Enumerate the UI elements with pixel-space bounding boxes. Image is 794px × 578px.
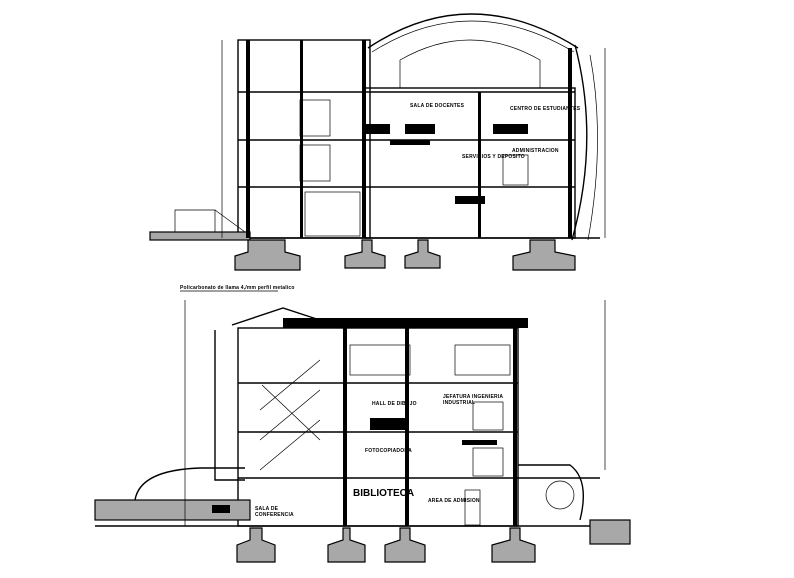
lower-footings bbox=[236, 519, 631, 563]
round-window bbox=[545, 480, 575, 510]
left-canopy bbox=[134, 467, 245, 501]
upper-footings bbox=[234, 239, 576, 271]
room-label-fotocopiadora: FOTOCOPIADORA bbox=[365, 448, 412, 454]
curved-facade-outer bbox=[587, 54, 598, 241]
room-label-servicios: SERVICIOS Y DEPOSITO bbox=[462, 154, 525, 160]
label-block bbox=[212, 505, 230, 513]
room-label-sala-docentes: SALA DE DOCENTES bbox=[410, 103, 465, 109]
right-canopy bbox=[518, 464, 584, 521]
upper-building-section: SALA DE DOCENTES CENTRO DE ESTUDIANTES S… bbox=[149, 13, 606, 271]
room-label-jefatura: JEFATURA INGENIERIA bbox=[443, 394, 503, 400]
room-label-industrial: INDUSTRIAL bbox=[443, 400, 475, 406]
staircase bbox=[259, 359, 321, 471]
sign-block bbox=[455, 196, 485, 204]
arched-roof bbox=[367, 13, 579, 49]
corrugated-roof bbox=[283, 318, 528, 328]
room-label-area-admision: AREA DE ADMISION bbox=[428, 498, 480, 504]
columns bbox=[246, 40, 572, 238]
seating-row bbox=[454, 344, 511, 376]
desk bbox=[405, 124, 435, 134]
upper-left-block-outline bbox=[237, 39, 371, 239]
roof-note: Policarbonato de llama 4,/mm perfil meta… bbox=[180, 285, 295, 291]
curved-facade bbox=[571, 44, 588, 241]
room-label-administracion: ADMINISTRACION bbox=[512, 148, 559, 154]
roof-window bbox=[399, 39, 541, 89]
room-label-hall: HALL DE DIBUJO bbox=[372, 401, 417, 407]
cabinet bbox=[472, 401, 504, 431]
beam bbox=[462, 440, 497, 445]
entrance-slab bbox=[149, 231, 251, 241]
door bbox=[464, 489, 481, 526]
exterior-stair-wall bbox=[214, 330, 245, 481]
window-grid bbox=[299, 99, 331, 137]
entrance-stairs bbox=[174, 209, 246, 233]
lower-building-section: Policarbonato de llama 4,/mm perfil meta… bbox=[94, 285, 631, 563]
arched-roof-inner bbox=[371, 20, 575, 53]
seating-row bbox=[349, 344, 411, 376]
desk bbox=[493, 124, 528, 134]
cabinet bbox=[502, 154, 529, 186]
columns bbox=[343, 328, 517, 526]
stair-panel bbox=[304, 191, 361, 237]
cabinet bbox=[472, 447, 504, 477]
desk bbox=[370, 418, 405, 430]
desk bbox=[362, 124, 390, 134]
room-label-biblioteca: BIBLIOTECA bbox=[353, 488, 414, 499]
room-label-centro-estudiantes: CENTRO DE ESTUDIANTES bbox=[510, 106, 581, 112]
left-slab bbox=[94, 499, 251, 521]
window-grid bbox=[299, 144, 331, 182]
beam bbox=[390, 140, 430, 145]
room-label-sala: SALA DE bbox=[255, 506, 279, 512]
room-label-conferencia: CONFERENCIA bbox=[255, 512, 294, 518]
